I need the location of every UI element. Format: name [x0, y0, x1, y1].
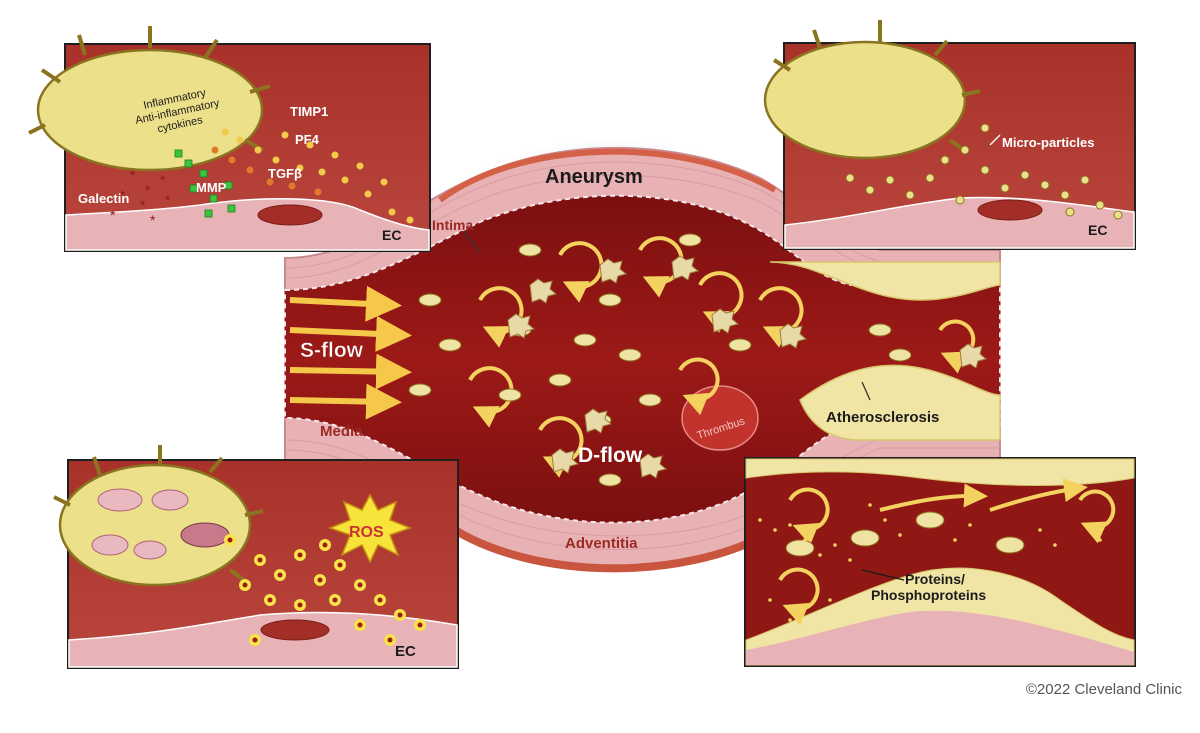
thrombus — [681, 385, 759, 451]
ros-label: ROS — [349, 524, 384, 541]
plaque-top — [769, 261, 1001, 301]
panel-cytokines: Inflammatory Anti-inflammatory cytokines… — [28, 26, 431, 252]
galectin-label: Galectin — [78, 191, 129, 206]
plaque-bottom — [799, 364, 1001, 441]
svg-text:*: * — [165, 192, 171, 208]
pf4-label: PF4 — [295, 132, 320, 147]
panel-ros: ROS EC — [53, 445, 459, 669]
activated-platelet — [28, 26, 271, 172]
adventitia-band — [437, 516, 778, 573]
atherosclerosis-label: Atherosclerosis — [826, 409, 939, 426]
protein-dots — [758, 503, 1102, 622]
galectin-markers: *** *** ** — [110, 167, 171, 228]
adventitia-band-top — [438, 148, 777, 203]
protein-rbcs — [785, 511, 1025, 557]
ec-label: EC — [382, 227, 401, 243]
media-label: Media — [320, 423, 363, 440]
proteins-leader — [861, 569, 905, 581]
vessel-lumen — [284, 194, 1001, 524]
d-flow-label: D-flow — [578, 444, 643, 467]
protein-arrows — [778, 478, 1116, 626]
timp1-label: TIMP1 — [290, 104, 328, 119]
s-flow-arrows — [289, 285, 412, 420]
svg-text:*: * — [145, 182, 151, 198]
microparticles-leader — [989, 134, 1001, 146]
platelets — [507, 255, 988, 479]
panel-proteins: Proteins/ Phosphoproteins — [744, 457, 1136, 667]
mmp-label: MMP — [196, 180, 227, 195]
svg-text:*: * — [130, 167, 136, 183]
panel-microparticles: Micro-particles EC — [763, 20, 1136, 250]
atherosclerosis-leader — [861, 381, 871, 401]
svg-text:*: * — [120, 187, 126, 203]
microparticles-label: Micro-particles — [1002, 135, 1094, 150]
intima-label: Intima — [432, 217, 473, 233]
copyright: ©2022 Cleveland Clinic — [1026, 681, 1183, 698]
svg-text:*: * — [140, 197, 146, 213]
intima-leader — [463, 231, 481, 253]
platelet-microparticle-source — [763, 20, 981, 160]
svg-text:*: * — [110, 207, 116, 223]
adventitia-label: Adventitia — [565, 535, 638, 552]
svg-text:*: * — [160, 172, 166, 188]
svg-text:*: * — [150, 212, 156, 228]
ros-particle-cores — [227, 537, 423, 643]
proteins-label-line2: Phosphoproteins — [871, 587, 986, 603]
tgfb-label: TGFβ — [268, 166, 302, 181]
microparticles — [845, 123, 1123, 220]
ec-label-bottom: EC — [395, 643, 416, 660]
secretory-granules — [221, 128, 414, 224]
s-flow-label: S-flow — [300, 339, 364, 362]
ec-label-right: EC — [1088, 222, 1107, 238]
aneurysm-label: Aneurysm — [545, 166, 643, 188]
proteins-label-line1: Proteins/ — [905, 571, 965, 587]
mmp-granules — [174, 149, 236, 218]
platelet-with-mitochondria — [53, 445, 264, 587]
ros-burst — [327, 493, 413, 564]
orange-granules — [211, 146, 322, 196]
